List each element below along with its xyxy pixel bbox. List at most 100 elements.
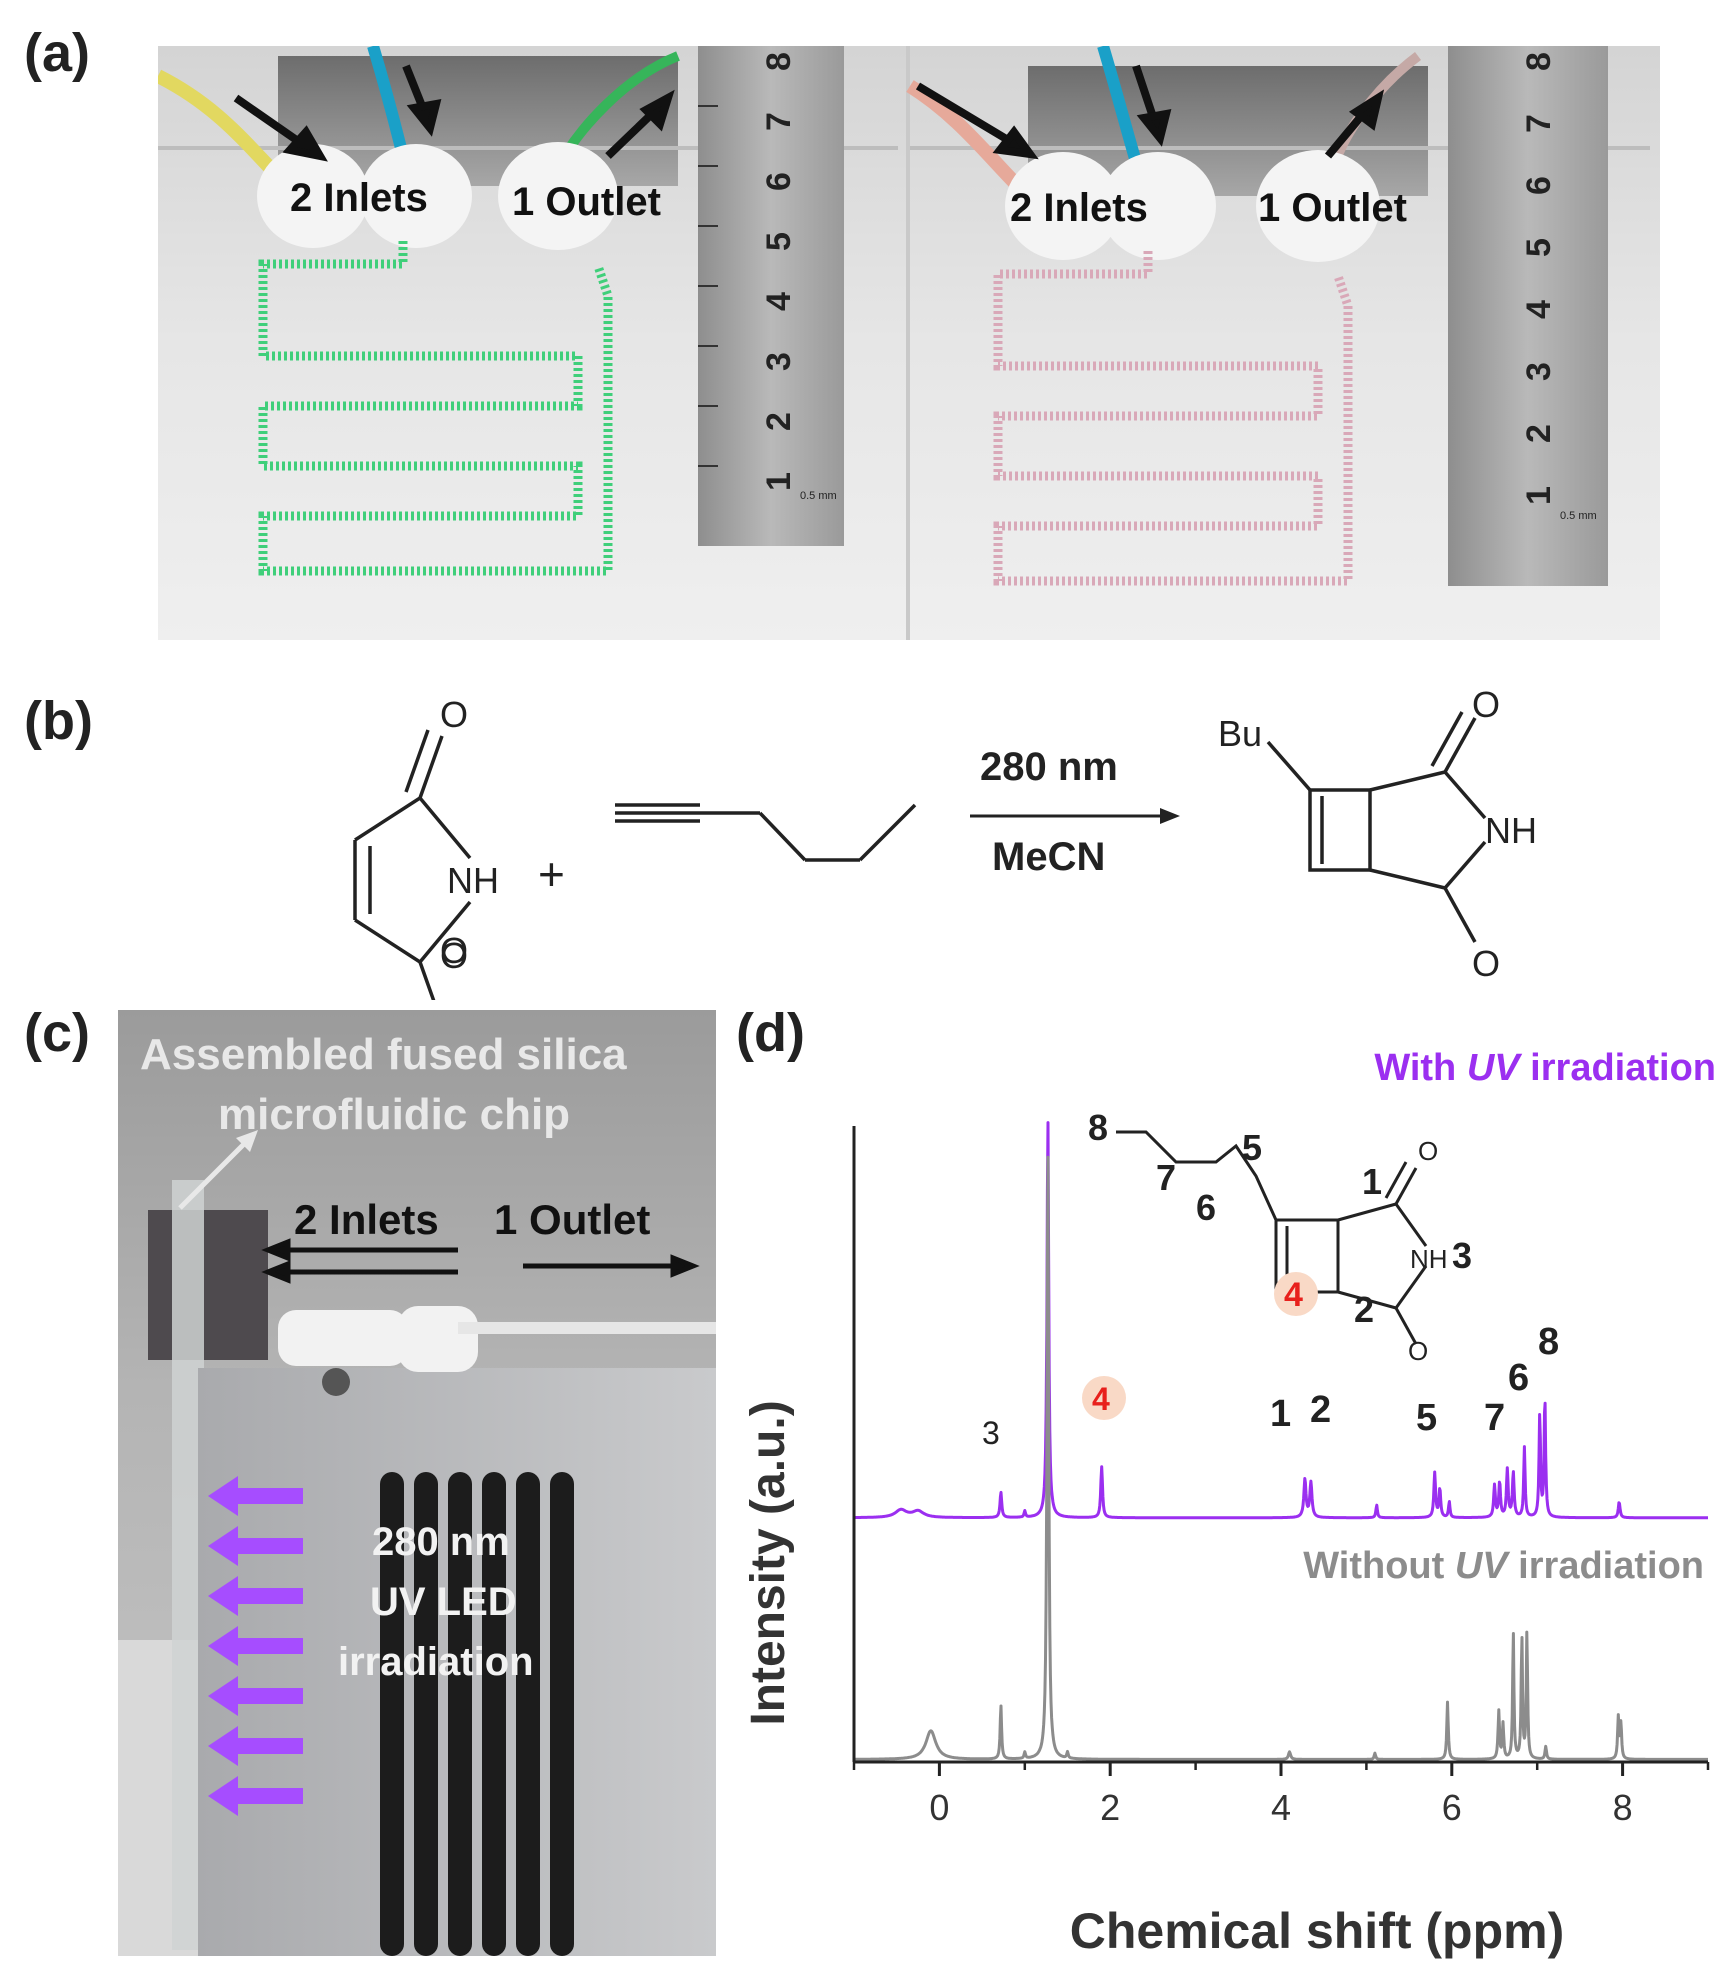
x-tick-label: 6	[1442, 1787, 1462, 1828]
peak-label-1: 1	[1270, 1393, 1291, 1435]
structure-label-3: 3	[1452, 1235, 1472, 1276]
ruler-number: 4	[759, 292, 798, 311]
ruler-number: 5	[1519, 238, 1558, 257]
structure-label-4: 4	[1284, 1276, 1303, 1314]
legend-without-uv: Without UV irradiation	[1303, 1545, 1704, 1587]
ruler-number: 2	[1519, 424, 1558, 443]
peak-label-7: 7	[1484, 1397, 1505, 1439]
right-channel	[993, 251, 1353, 586]
maleimide-structure	[353, 729, 472, 1000]
led-line3: irradiation	[338, 1640, 534, 1684]
right-ruler-numbers: 8 7 6 5 4 3 2 1	[1520, 42, 1590, 522]
nmr-series-without-uv	[853, 1155, 1709, 1761]
ruler-number: 1	[759, 472, 798, 491]
ruler-number: 3	[759, 352, 798, 371]
plus-sign: +	[538, 848, 565, 900]
panel-c-inlets: 2 Inlets	[294, 1196, 439, 1243]
right-chip	[906, 46, 1650, 586]
product-o-top: O	[1472, 684, 1500, 725]
maleimide-o-bottom-label: O	[440, 930, 469, 971]
maleimide-nh: NH	[447, 860, 499, 901]
x-tick-label: 0	[929, 1787, 949, 1828]
peak-label-2: 2	[1310, 1389, 1331, 1431]
right-inlets-label: 2 Inlets	[1010, 186, 1148, 230]
peak-label-3: 3	[982, 1415, 1000, 1451]
flow-arrows	[261, 1238, 700, 1284]
chip-label-line2: microfluidic chip	[218, 1090, 571, 1139]
nmr-structure	[1116, 1130, 1428, 1345]
ruler-number: 4	[1519, 300, 1558, 319]
panel-label-a: (a)	[24, 23, 90, 83]
product-nh: NH	[1485, 810, 1537, 851]
maleimide-o-bottom: O	[440, 935, 468, 976]
legend-with-uv-prefix: With	[1374, 1050, 1467, 1089]
structure-label-7: 7	[1156, 1157, 1176, 1198]
panel-label-c: (c)	[24, 1003, 90, 1063]
peak-label-5: 5	[1416, 1397, 1437, 1439]
reaction-wavelength: 280 nm	[980, 745, 1118, 789]
ruler-number: 6	[1519, 176, 1558, 195]
legend-with-uv-suffix: irradiation	[1520, 1050, 1716, 1089]
ruler-number: 5	[759, 232, 798, 251]
uv-arrows	[208, 1476, 303, 1816]
structure-label-1: 1	[1362, 1161, 1382, 1202]
x-tick-label: 8	[1613, 1787, 1633, 1828]
panel-c-photo	[118, 1010, 716, 1956]
left-outlet-label: 1 Outlet	[512, 180, 661, 224]
vent-slots	[380, 1472, 574, 1956]
hexyne-structure	[615, 803, 917, 862]
ruler-number: 3	[1519, 362, 1558, 381]
ruler-number: 8	[759, 52, 798, 71]
left-ruler-numbers: 8 7 6 5 4 3 2 1	[760, 42, 830, 502]
left-ruler	[698, 46, 844, 546]
peak-label-6: 6	[1508, 1357, 1529, 1399]
legend-without-uv-italic: UV	[1455, 1545, 1510, 1587]
chip-label-line1: Assembled fused silica	[140, 1030, 627, 1079]
structure-label-o2: O	[1408, 1336, 1428, 1366]
panel-c-illustration	[118, 1010, 716, 1956]
x-axis-label: Chemical shift (ppm)	[1070, 1903, 1564, 1959]
led-line1: 280 nm	[372, 1520, 510, 1564]
nmr-series-with-uv	[853, 1121, 1709, 1520]
legend-with-uv: With UV irradiation	[1374, 1050, 1716, 1089]
reaction-solvent: MeCN	[992, 835, 1105, 879]
ruler-number: 7	[1519, 114, 1558, 133]
left-inlets-label: 2 Inlets	[290, 176, 428, 220]
right-ruler-unit: 0.5 mm	[1560, 510, 1597, 522]
structure-label-6: 6	[1196, 1187, 1216, 1228]
x-tick-label: 4	[1271, 1787, 1291, 1828]
product-bu: Bu	[1218, 713, 1262, 754]
right-ruler	[1448, 46, 1608, 586]
x-tick-label: 2	[1100, 1787, 1120, 1828]
ruler-number: 2	[759, 412, 798, 431]
left-channel	[258, 241, 613, 576]
ruler-number: 1	[1519, 486, 1558, 505]
ruler-number: 7	[759, 112, 798, 131]
product-o-bottom: O	[1472, 943, 1500, 984]
panel-label-d: (d)	[736, 1003, 805, 1063]
peak-label-8: 8	[1538, 1321, 1559, 1363]
product-structure	[1266, 711, 1487, 943]
legend-without-uv-suffix: irradiation	[1508, 1545, 1704, 1587]
reaction-arrow	[970, 808, 1180, 824]
structure-label-o1: O	[1418, 1136, 1438, 1166]
panel-a-illustration	[158, 46, 1660, 640]
panel-a-photo	[158, 46, 1660, 640]
left-ruler-unit: 0.5 mm	[800, 490, 837, 502]
right-outlet-label: 1 Outlet	[1258, 186, 1407, 230]
y-axis-label: Intensity (a.u.)	[742, 1400, 795, 1725]
structure-label-8: 8	[1088, 1107, 1108, 1148]
highlight-circle-peak	[1082, 1376, 1126, 1420]
legend-without-uv-prefix: Without	[1303, 1545, 1455, 1587]
structure-label-nh: NH	[1410, 1244, 1448, 1274]
legend-with-uv-italic: UV	[1467, 1050, 1522, 1089]
panel-c-outlet: 1 Outlet	[494, 1196, 651, 1243]
ruler-number: 6	[759, 172, 798, 191]
structure-label-2: 2	[1354, 1289, 1374, 1330]
led-line2: UV LED	[370, 1580, 517, 1624]
reaction-scheme: O NH O + 280 nm MeCN Bu O NH O	[353, 684, 1537, 1000]
ruler-number: 8	[1519, 52, 1558, 71]
maleimide-o-top: O	[440, 694, 468, 735]
